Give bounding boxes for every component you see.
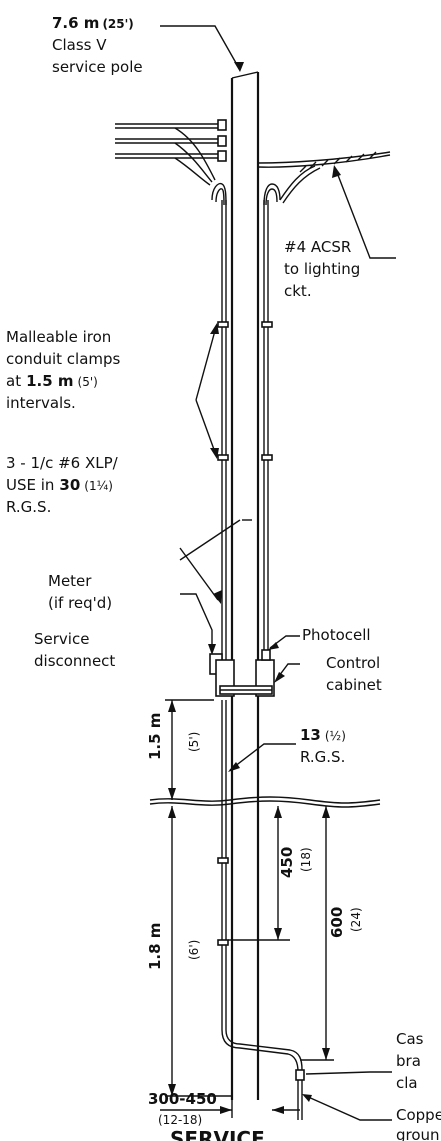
service-pole	[230, 71, 260, 1100]
dim-600-imp: (24)	[349, 907, 363, 932]
leaders	[160, 25, 396, 1121]
ground-wire	[221, 1029, 305, 1120]
dim-upper-imp: (5')	[187, 732, 201, 752]
clamps-line2: conduit clamps	[6, 350, 121, 368]
grade-line	[149, 796, 381, 808]
dim-450-label: 450	[278, 847, 296, 878]
conduits	[221, 200, 269, 1030]
photocell	[261, 649, 271, 661]
clamp-cut-line1: Cas	[396, 1030, 424, 1048]
dim-600-label: 600	[328, 907, 346, 938]
photocell-label: Photocell	[302, 626, 371, 644]
service-line1: Service	[34, 630, 89, 648]
dimensions	[160, 699, 334, 1118]
control-line2: cabinet	[326, 676, 382, 694]
service-line2: disconnect	[34, 652, 115, 670]
acsr-line1: #4 ACSR	[284, 238, 351, 256]
acsr-conductor	[257, 151, 391, 204]
clamps-line4: intervals.	[6, 394, 76, 412]
acsr-line2: to lighting	[284, 260, 360, 278]
dim-upper-label: 1.5 m	[146, 713, 164, 760]
pole-class-line2: service pole	[52, 58, 143, 76]
title-cut: SERVICE	[170, 1127, 265, 1141]
clamp-cut-line3: cla	[396, 1074, 418, 1092]
cable-line3: R.G.S.	[6, 498, 51, 516]
clamps-line1: Malleable iron	[6, 328, 111, 346]
meter-line1: Meter	[48, 572, 92, 590]
dim-base-imp: (12-18)	[158, 1113, 202, 1127]
dim-lower-label: 1.8 m	[146, 923, 164, 970]
dim-450-imp: (18)	[299, 847, 313, 872]
meter-line2: (if req'd)	[48, 594, 112, 612]
text-labels: 7.6 m(25') Class V service pole #4 ACSR …	[6, 14, 441, 1141]
service-wires	[115, 119, 281, 206]
rgs-line1: 13(½)	[300, 726, 346, 744]
pole-class-line1: Class V	[52, 36, 107, 54]
dim-lower-imp: (6')	[187, 940, 201, 960]
acsr-line3: ckt.	[284, 282, 312, 300]
pole-height-label: 7.6 m(25')	[52, 14, 134, 32]
clamp-cut-line2: bra	[396, 1052, 421, 1070]
control-line1: Control	[326, 654, 380, 672]
ground-cut-line2: groun	[396, 1126, 440, 1141]
dim-base-label: 300-450	[148, 1090, 217, 1108]
conduit-clamps	[217, 321, 273, 946]
mounting-bracket	[219, 685, 273, 695]
rgs-line2: R.G.S.	[300, 748, 345, 766]
ground-cut-line1: Coppe	[396, 1106, 441, 1124]
cable-line1: 3 - 1/c #6 XLP/	[6, 454, 119, 472]
